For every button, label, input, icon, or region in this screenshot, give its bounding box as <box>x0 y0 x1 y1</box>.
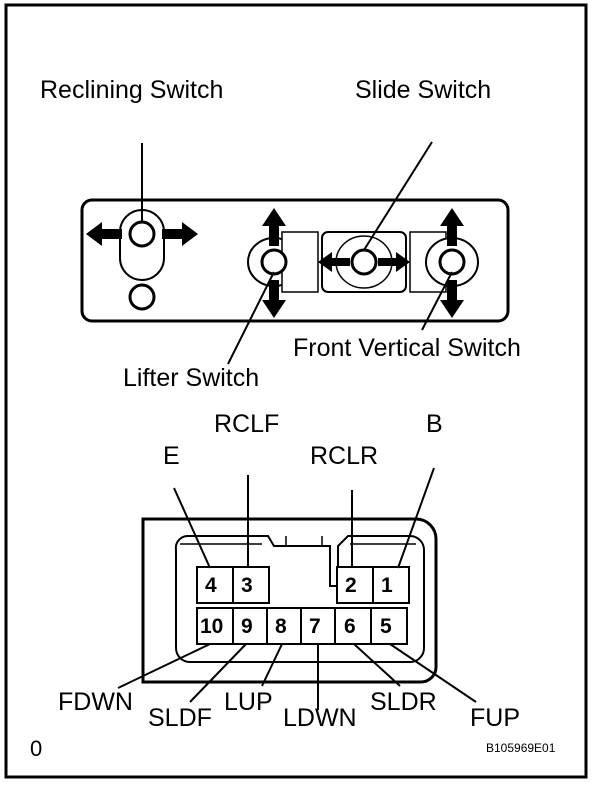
reclining-switch-label: Reclining Switch <box>40 76 224 104</box>
front-vertical-down-arrow <box>440 280 464 318</box>
pin-9: 9 <box>241 615 253 638</box>
slide-right-arrow <box>378 252 410 272</box>
corner-mark: 0 <box>30 736 43 761</box>
connector-body <box>141 517 438 684</box>
terminal-sldr-label: SLDR <box>370 688 437 716</box>
reclining-left-arrow <box>86 222 122 246</box>
pin-1: 1 <box>381 574 393 597</box>
pin-10: 10 <box>200 615 224 638</box>
terminal-e-label: E <box>163 442 180 470</box>
pin-8: 8 <box>275 615 287 638</box>
reclining-lower-knob <box>128 283 156 311</box>
pin-6: 6 <box>344 615 356 638</box>
pin-4: 4 <box>205 574 217 597</box>
pin-2: 2 <box>345 574 357 597</box>
lifter-up-arrow <box>262 208 286 246</box>
reclining-knob-center <box>128 220 156 248</box>
outer-frame <box>4 3 588 779</box>
pin-5: 5 <box>380 615 392 638</box>
front-vertical-knob-center <box>438 248 466 276</box>
terminal-rclf-label: RCLF <box>214 410 280 438</box>
terminal-fdwn-label: FDWN <box>58 688 133 716</box>
terminal-fup-label: FUP <box>470 704 520 732</box>
reclining-right-arrow <box>162 222 198 246</box>
lifter-switch-label: Lifter Switch <box>123 364 260 392</box>
terminal-lup-label: LUP <box>224 688 273 716</box>
front-vertical-up-arrow <box>440 208 464 246</box>
front-vertical-switch-label: Front Vertical Switch <box>293 334 521 362</box>
slide-switch-label: Slide Switch <box>355 76 492 104</box>
terminal-rclr-label: RCLR <box>310 442 379 470</box>
switch-panel <box>80 198 510 323</box>
slide-knob-center <box>350 248 378 276</box>
lifter-knob-center <box>260 248 288 276</box>
pin-3: 3 <box>241 574 253 597</box>
terminal-sldf-label: SLDF <box>148 704 212 732</box>
terminal-b-label: B <box>426 410 443 438</box>
terminal-leader-lines <box>117 467 477 710</box>
terminal-ldwn-label: LDWN <box>283 704 357 732</box>
figure-code: B105969E01 <box>486 741 556 755</box>
slide-left-arrow <box>318 252 350 272</box>
lifter-down-arrow <box>262 280 286 318</box>
switch-leader-lines <box>141 141 453 365</box>
pin-7: 7 <box>309 615 321 638</box>
